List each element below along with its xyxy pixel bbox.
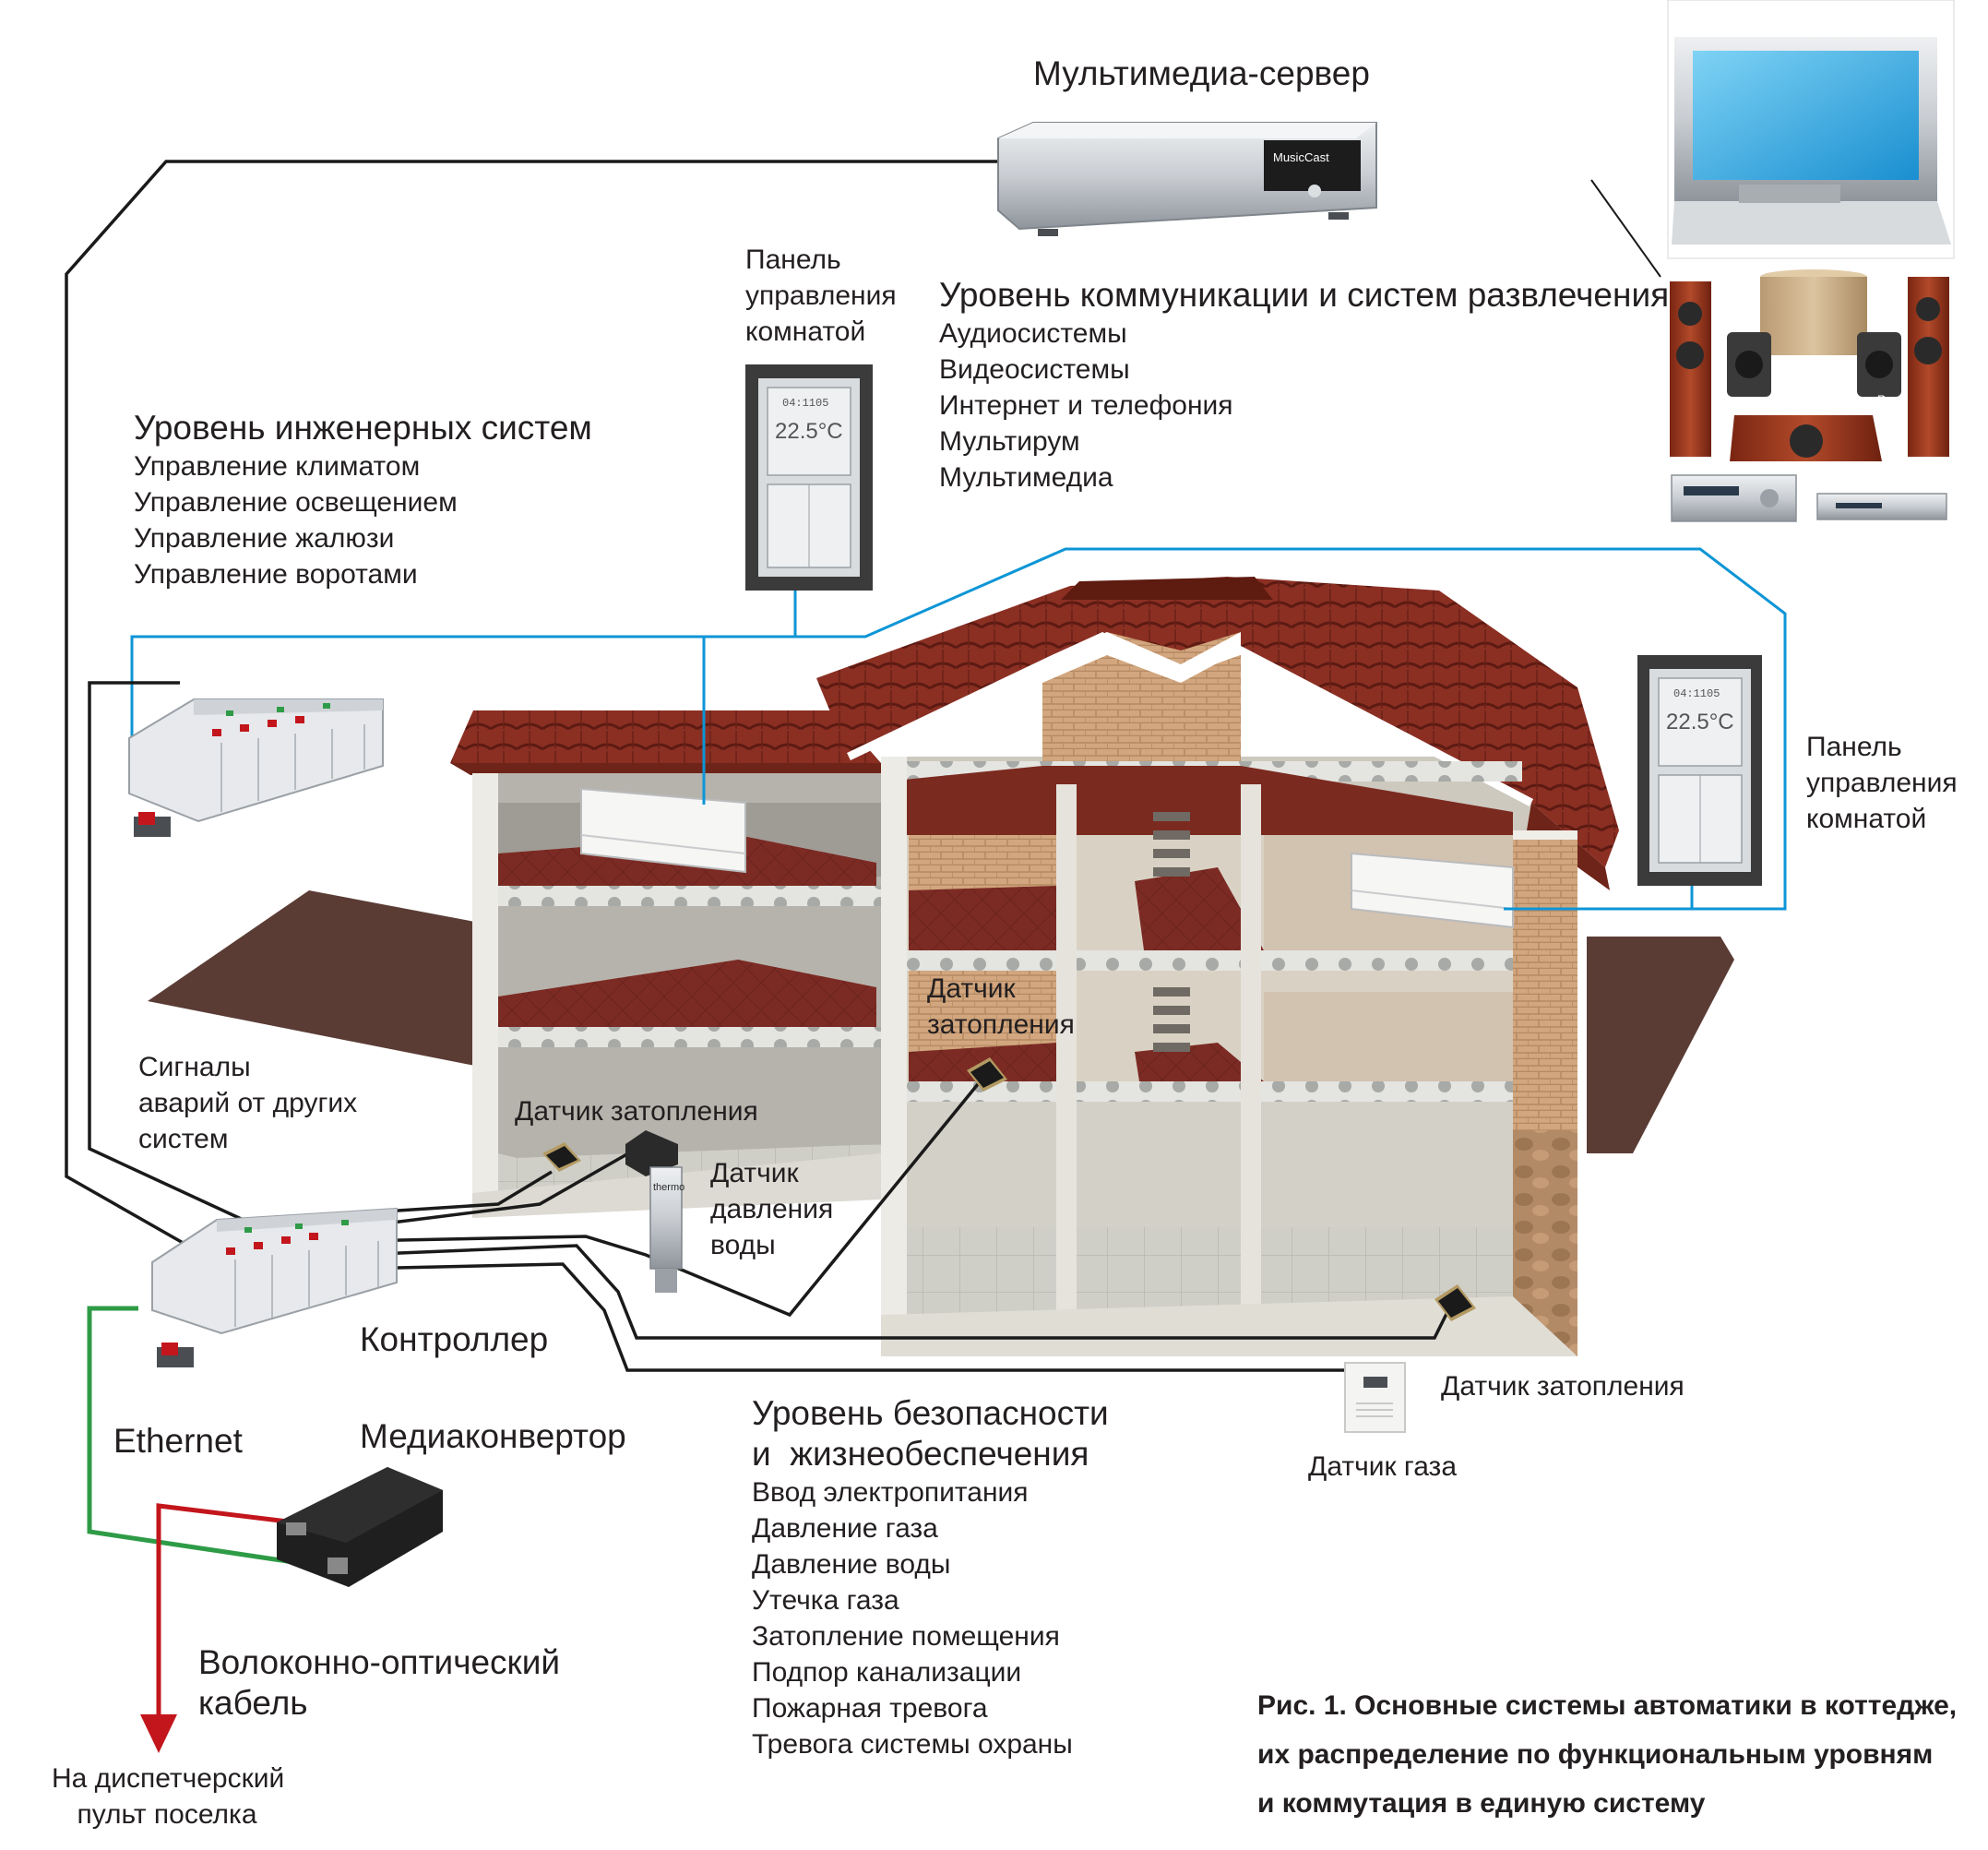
panel-display-temp: 22.5°C [1666,710,1734,734]
flood-sensor-label-mid: Датчик затопления [927,973,1075,1040]
flood-sensor-icon [967,1057,1007,1092]
room-panel-label-right: Панель управления комнатой [1806,732,1958,834]
security-level-item: Давление воды [752,1549,951,1580]
flood-sensor-label-left: Датчик затопления [515,1096,758,1127]
water-pressure-sensor-icon: thermo [625,1130,684,1293]
security-level-item: Тревога системы охраны [752,1729,1073,1760]
fiber-line [156,1503,296,1721]
ethernet-label: Ethernet [113,1422,243,1460]
pressure-sensor-brand: thermo [653,1182,684,1193]
eng-level-item: Управление воротами [134,559,418,590]
eng-level-title: Уровень инженерных систем [134,409,592,447]
room-panel-label-top: Панель управления комнатой [745,245,897,347]
eng-level-item: Управление освещением [134,487,458,518]
speakers-icon: &Video.Ru [1670,269,1949,461]
comm-level-item: Аудиосистемы [939,318,1127,349]
security-level-item: Подпор канализации [752,1657,1022,1688]
security-level-item: Ввод электропитания [752,1477,1029,1508]
ground-shadow [148,890,1734,1153]
server-brand-text: MusicCast [1273,150,1329,164]
room-panel-icon: 04:1105 22.5°C [745,364,873,591]
fiber-cable-label: Волоконно-оптический кабель [198,1643,561,1722]
dispatch-label: На диспетчерский пульт поселка [52,1763,285,1830]
comm-level-block: Уровень коммуникации и систем развлечени… [939,275,1669,495]
flood-sensor-icon [542,1142,581,1172]
security-level-item: Затопление помещения [752,1621,1060,1652]
security-level-block: Уровень безопасности и жизнеобеспечения … [752,1393,1109,1762]
eng-level-item: Управление жалюзи [134,523,395,554]
ethernet-line [87,1306,338,1571]
comm-level-item: Интернет и телефония [939,390,1233,421]
security-level-title: и жизнеобеспечения [752,1435,1089,1473]
speaker-watermark-text: &Video.Ru [1831,392,1893,407]
flood-sensor-label-right: Датчик затопления [1441,1371,1684,1402]
media-converter-icon [277,1467,443,1587]
house-cutaway-icon [450,577,1619,1356]
eng-level-block: Уровень инженерных систем Управление кли… [134,408,592,592]
gas-sensor-label: Датчик газа [1308,1451,1458,1482]
eng-level-item: Управление климатом [134,451,421,482]
security-level-title: Уровень безопасности [752,1394,1109,1432]
flood-sensor-icon [1434,1284,1476,1321]
media-converter-label: Медиаконвертор [360,1417,626,1455]
comm-level-item: Мультимедиа [939,462,1113,493]
alarm-signals-label: Сигналы аварий от других систем [138,1052,358,1154]
black-cable [65,160,1661,1372]
security-level-item: Утечка газа [752,1585,899,1616]
panel-display-temp: 22.5°C [775,419,843,444]
av-receiver-icon [1671,474,1797,522]
security-level-item: Давление газа [752,1513,938,1544]
air-conditioner-icon [1351,852,1514,929]
controller-label: Контроллер [360,1320,549,1358]
multimedia-server-label: Мультимедиа-сервер [1033,54,1370,92]
comm-level-item: Мультирум [939,426,1080,457]
multimedia-server-icon: MusicCast [997,122,1377,236]
figure-caption: Рис. 1. Основные системы автоматики в ко… [1257,1690,1958,1819]
arrow-down-icon [140,1714,177,1753]
comm-level-item: Видеосистемы [939,354,1130,385]
tv-icon [1667,0,1955,259]
panel-display-time: 04:1105 [782,397,828,410]
panel-display-time: 04:1105 [1673,687,1720,700]
security-level-item: Пожарная тревога [752,1693,988,1724]
water-pressure-sensor-label: Датчик давления воды [710,1158,834,1260]
controller-icon [151,1207,398,1367]
room-panel-icon: 04:1105 22.5°C [1637,655,1762,886]
controller-icon [128,698,384,837]
comm-level-title: Уровень коммуникации и систем развлечени… [939,276,1670,314]
air-conditioner-icon [580,787,746,874]
gas-sensor-icon [1344,1362,1406,1433]
dvd-player-icon [1816,493,1947,520]
